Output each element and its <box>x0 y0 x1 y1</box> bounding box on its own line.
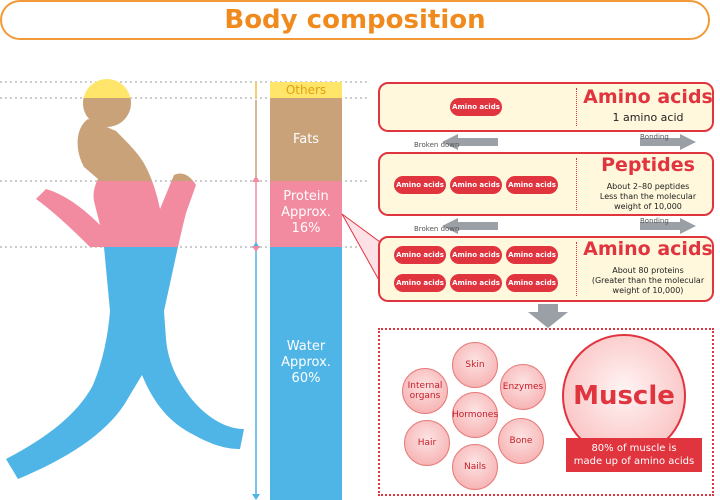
protein-callout <box>341 213 381 284</box>
circle-hair: Hair <box>404 420 450 466</box>
circle-bone: Bone <box>498 418 544 464</box>
muscle-label: Muscle <box>573 381 675 411</box>
circle-enzymes: Enzymes <box>500 364 546 410</box>
broken-down-label-1: Broken down <box>414 141 460 149</box>
amino-acid-pill: Amino acids <box>450 98 502 116</box>
panel-peptides: Amino acids Amino acids Amino acids Pept… <box>378 152 714 216</box>
muscle-circle: Muscle <box>562 334 686 458</box>
amino-acid-pill: Amino acids <box>394 274 446 292</box>
bar-protein-label: Protein Approx. 16% <box>281 189 331 236</box>
panel-desc: About 2–80 peptides Less than the molecu… <box>599 182 697 211</box>
broken-down-label-2: Broken down <box>414 225 460 233</box>
circle-skin: Skin <box>452 342 498 388</box>
runner-figure <box>6 79 244 479</box>
panel-divider <box>576 242 577 296</box>
panel-divider <box>576 158 577 210</box>
amino-acid-pill: Amino acids <box>450 246 502 264</box>
panel-desc: 1 amino acid <box>612 111 684 124</box>
bar-water: Water Approx. 60% <box>270 247 342 500</box>
amino-acid-pill: Amino acids <box>506 246 558 264</box>
bar-others-label: Others <box>285 83 327 97</box>
amino-acid-pill: Amino acids <box>450 274 502 292</box>
bar-water-label: Water Approx. 60% <box>281 339 331 386</box>
page-title: Body composition <box>0 0 710 40</box>
amino-acid-pill: Amino acids <box>450 176 502 194</box>
bar-fats-label: Fats <box>292 132 320 147</box>
amino-acid-pill: Amino acids <box>506 274 558 292</box>
circle-hormones: Hormones <box>452 392 498 438</box>
panel-divider <box>576 88 577 126</box>
amino-acid-pill: Amino acids <box>394 246 446 264</box>
panel-amino-acid: Amino acids Amino acids 1 amino acid <box>378 82 714 132</box>
arrow-row-1 <box>442 134 696 150</box>
panel-heading: Amino acids <box>583 238 713 260</box>
arrow-row-2 <box>442 218 696 234</box>
amino-acid-pill: Amino acids <box>394 176 446 194</box>
down-arrow-icon <box>528 304 568 328</box>
panel-heading: Amino acids <box>583 86 713 108</box>
panel-desc: About 80 proteins (Greater than the mole… <box>591 266 705 295</box>
scale-arrows <box>252 82 260 500</box>
bar-others: Others <box>270 82 342 98</box>
bar-protein: Protein Approx. 16% <box>270 181 342 247</box>
body-uses-panel: Skin Internal organs Enzymes Hormones Ha… <box>378 328 714 496</box>
amino-acid-pill: Amino acids <box>506 176 558 194</box>
bonding-label-2: Bonding <box>640 217 669 225</box>
panel-heading: Peptides <box>601 154 695 176</box>
bonding-label-1: Bonding <box>640 133 669 141</box>
circle-nails: Nails <box>452 444 498 490</box>
bar-fats: Fats <box>270 98 342 181</box>
muscle-caption: 80% of muscle is made up of amino acids <box>566 438 702 472</box>
panel-proteins: Amino acids Amino acids Amino acids Amin… <box>378 236 714 302</box>
circle-internal-organs: Internal organs <box>402 368 448 414</box>
